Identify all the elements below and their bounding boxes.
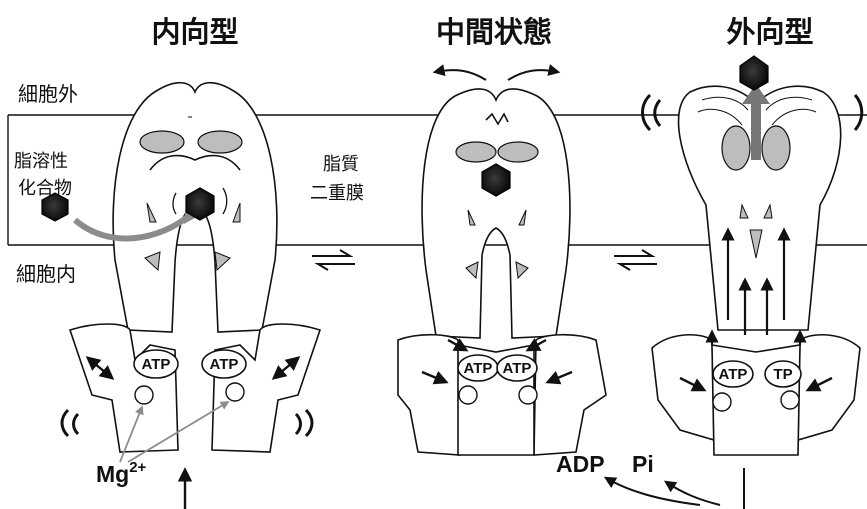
adp-label: ADP — [556, 451, 605, 477]
label-membrane-1: 脂質 — [323, 154, 359, 175]
title-intermediate: 中間状態 — [436, 15, 552, 49]
svg-text:ATP: ATP — [464, 360, 493, 377]
svg-text:ATP: ATP — [142, 356, 171, 373]
label-substrate-1: 脂溶性 — [14, 151, 68, 172]
equilibrium-arrow-2 — [614, 250, 657, 270]
svg-text:ATP: ATP — [210, 356, 239, 373]
svg-text:TP: TP — [773, 366, 792, 383]
label-extracellular: 細胞外 — [18, 82, 78, 106]
release-arrows — [606, 468, 744, 509]
label-intracellular: 細胞内 — [16, 262, 76, 286]
mg-label: Mg2+ — [96, 459, 147, 487]
pi-label: Pi — [632, 451, 654, 477]
label-substrate-2: 化合物 — [18, 178, 72, 199]
mg-circle-right — [226, 383, 244, 401]
transporter-inward — [70, 83, 320, 452]
title-inward: 内向型 — [151, 15, 238, 49]
svg-text:ATP: ATP — [719, 366, 748, 383]
substrate-hexagon-outward — [740, 56, 768, 90]
title-outward: 外向型 — [726, 15, 813, 49]
transporter-intermediate — [398, 89, 606, 455]
label-membrane-2: 二重膜 — [310, 183, 364, 204]
intermediate-opening-arrows — [435, 70, 558, 80]
mg-circle-left — [135, 386, 153, 404]
equilibrium-arrow-1 — [312, 250, 355, 270]
svg-text:ATP: ATP — [503, 360, 532, 377]
